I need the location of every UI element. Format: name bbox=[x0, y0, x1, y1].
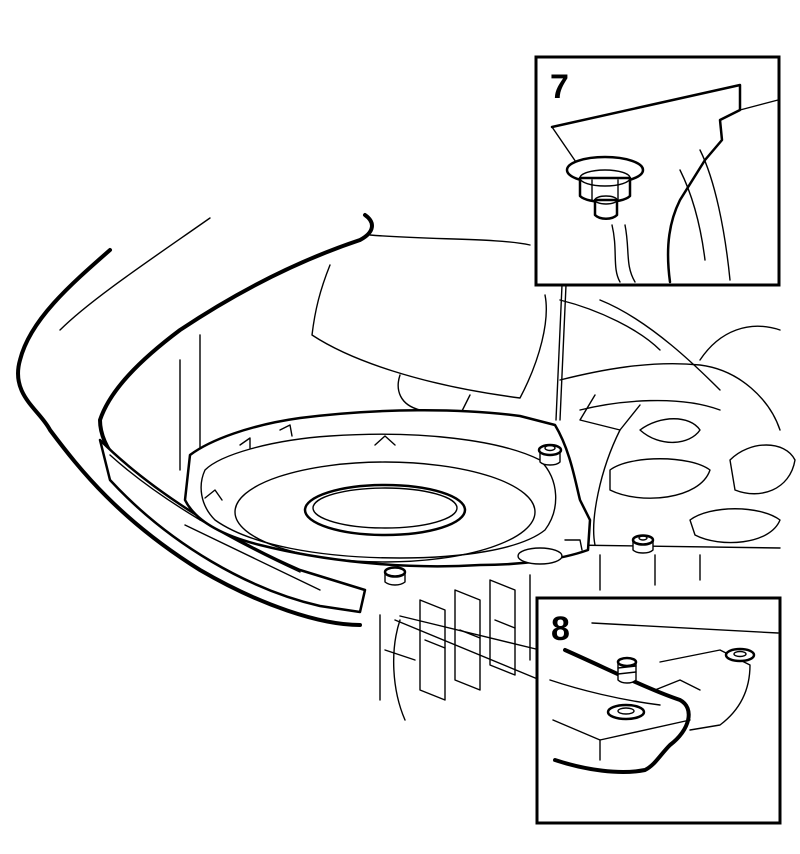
hex-nut-icon bbox=[724, 647, 756, 663]
inset-8-drawing bbox=[549, 622, 779, 774]
inset-8-frame bbox=[535, 596, 782, 825]
hex-nut-icon bbox=[565, 155, 645, 220]
inset-7-label: 7 bbox=[550, 68, 569, 106]
lower-grid-structure bbox=[379, 574, 531, 721]
callout-leaders bbox=[394, 284, 567, 681]
lower-trim-panel bbox=[98, 438, 367, 614]
inset-detail-7: 7 bbox=[534, 55, 781, 287]
wheel-tray-plate bbox=[183, 408, 592, 568]
inset-7-drawing bbox=[550, 83, 779, 284]
mount-bolt-8 bbox=[383, 566, 407, 586]
background-structure bbox=[59, 217, 796, 591]
inset-detail-8: 8 bbox=[535, 596, 782, 825]
hex-nut-icon bbox=[606, 703, 646, 721]
mount-bolt-lower-right bbox=[631, 534, 655, 554]
mount-bolt-7 bbox=[537, 443, 563, 466]
inset-8-label: 8 bbox=[551, 610, 570, 648]
main-illustration bbox=[16, 213, 796, 721]
bolt-icon bbox=[616, 656, 638, 684]
